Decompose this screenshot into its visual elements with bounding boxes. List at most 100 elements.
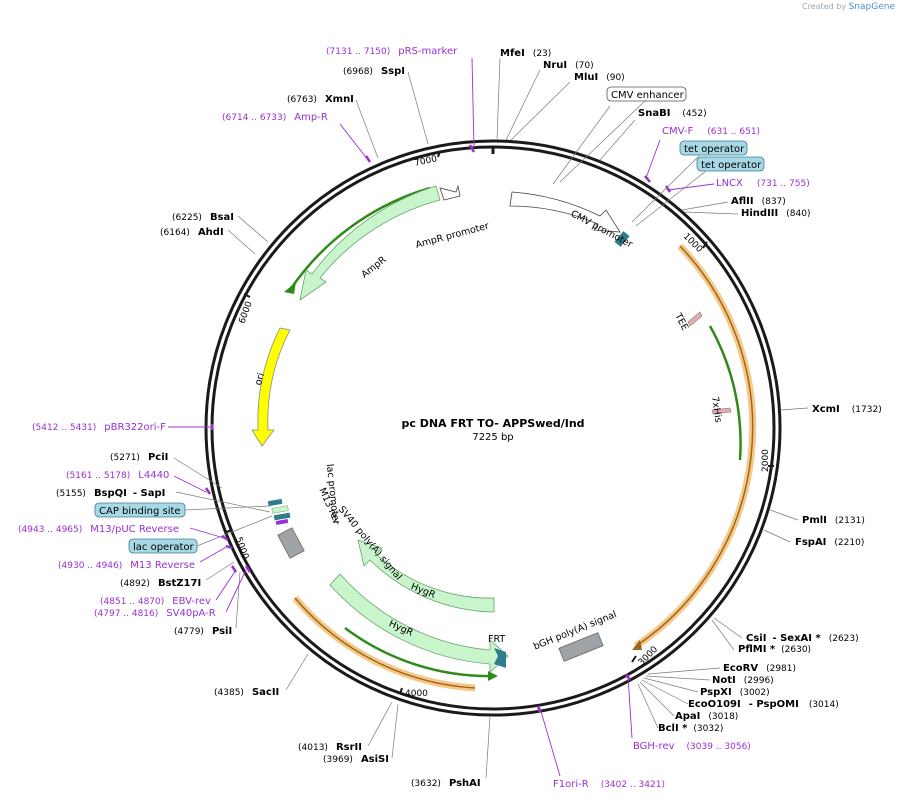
- enzyme-pmli: PmlI(2131): [802, 515, 865, 526]
- primer-range: (731 .. 755): [757, 179, 810, 189]
- label-tet-operator-2: tet operator: [696, 156, 765, 172]
- enzyme-ecorv: EcoRV(2981): [723, 663, 796, 674]
- enzyme-pos: (4385): [214, 688, 244, 698]
- primer-f1ori-r: F1ori-R(3402 .. 3421): [553, 779, 665, 790]
- snapgene-watermark: Created by SnapGene: [802, 2, 895, 12]
- feature-hygr-outer: [329, 573, 509, 673]
- primer-range: (3039 .. 3056): [687, 742, 751, 752]
- feature-cmv-promoter: [509, 191, 621, 233]
- enzyme-pos: (3018): [708, 712, 738, 722]
- enzyme-bcli: BclI *(3032): [658, 723, 723, 734]
- feature-frt: [494, 648, 506, 668]
- enzyme-name: EcoRV: [723, 663, 758, 674]
- label-cap-binding-site: CAP binding site: [94, 502, 186, 518]
- primer-sv40pa-r: (4797 .. 4816)SV40pA-R: [94, 608, 216, 619]
- primer-name: EBV-rev: [172, 596, 211, 607]
- primer-range: (4930 .. 4946): [58, 561, 122, 571]
- enzyme-xcmi: XcmI (1732): [812, 404, 882, 415]
- primer-ebv-rev: (4851 .. 4870)EBV-rev: [100, 596, 211, 607]
- enzyme-ahdi: (6164)AhdI: [160, 227, 224, 238]
- enzyme-pos: (4779): [174, 627, 204, 637]
- enzyme-name: BclI *: [658, 723, 688, 734]
- enzyme-snabi: SnaBI (452): [638, 108, 707, 119]
- orf-hygr-line: [294, 597, 476, 689]
- enzyme-name: PmlI: [802, 515, 827, 526]
- feature-ampr: [299, 185, 441, 301]
- enzyme-name: ApaI: [675, 711, 700, 722]
- primer-name: BGH-rev: [633, 741, 675, 752]
- enzyme-name: SnaBI: [638, 108, 670, 119]
- primer-range: (6714 .. 6733): [222, 113, 286, 123]
- enzyme-pos: (5271): [110, 453, 140, 463]
- enzyme-leaders: [173, 57, 809, 779]
- feature-7xhis: [711, 407, 732, 415]
- plasmid-name: pc DNA FRT TO- APPSwed/Ind: [401, 417, 584, 430]
- boxed-leaders: [184, 99, 707, 547]
- enzyme-pos: (837): [762, 197, 786, 207]
- tick-label-2000: 2000: [761, 449, 771, 472]
- primer-name: Amp-R: [294, 112, 328, 123]
- primer-name: CMV-F: [662, 126, 693, 137]
- enzyme-xmni: (6763)XmnI: [287, 94, 354, 105]
- feature-ori: [251, 327, 291, 447]
- orf-app-arrowhead: [632, 640, 642, 650]
- primer-name: pBR322ori-F: [104, 422, 166, 433]
- feature-label-hygr-inner: HygR: [409, 581, 437, 601]
- feature-label-7xhis: 7xHis: [709, 396, 724, 424]
- feature-label-ampr: AmpR: [359, 254, 388, 280]
- watermark-brand: SnapGene: [848, 2, 895, 12]
- enzyme-pos: (3014): [809, 700, 839, 710]
- enzyme-extra: - PspOMI: [749, 699, 799, 710]
- enzyme-pos: (70): [575, 61, 593, 71]
- enzyme-pos: (452): [682, 109, 706, 119]
- primer-prs-marker: (7131 .. 7150)pRS-marker: [326, 46, 458, 57]
- primer-range: (5412 .. 5431): [32, 423, 96, 433]
- enzyme-hindiii: HindIII(840): [741, 208, 810, 219]
- enzyme-pos: (6164): [160, 228, 190, 238]
- tick-label-7000: 7000: [414, 154, 439, 169]
- label-tet-operator-1: tet operator: [679, 140, 748, 156]
- feature-label-tee: TEE: [672, 311, 691, 333]
- primer-name: F1ori-R: [553, 779, 589, 790]
- enzyme-rsrii: (4013)RsrII: [298, 742, 362, 753]
- enzyme-name: EcoO109I: [688, 699, 741, 710]
- enzyme-mlui: MluI(90): [574, 72, 625, 83]
- enzyme-name: PsiI: [212, 626, 232, 637]
- enzyme-name: MfeI: [500, 48, 525, 59]
- enzyme-name: CsiI: [746, 633, 766, 644]
- enzyme-pos: (2623): [829, 634, 859, 644]
- primer-name: L4440: [138, 470, 169, 481]
- enzyme-name: FspAI: [795, 537, 826, 548]
- primer-range: (7131 .. 7150): [326, 47, 390, 57]
- enzyme-psii: (4779) PsiI: [174, 626, 232, 637]
- enzyme-pos: (1732): [852, 405, 882, 415]
- enzyme-sspi: (6968)SspI: [343, 66, 405, 77]
- enzyme-pos: (2630): [781, 645, 811, 655]
- enzyme-name: PflMI *: [738, 644, 776, 655]
- orf-app-line: [635, 245, 754, 647]
- enzyme-pos: (6225): [172, 213, 202, 223]
- primer-bgh-rev: BGH-rev (3039 .. 3056): [633, 741, 751, 752]
- primer-name: M13/pUC Reverse: [90, 524, 179, 535]
- orf-hygr-green: [344, 627, 496, 678]
- primer-range: (631 .. 651): [707, 127, 760, 137]
- enzyme-name: AsiSI: [361, 754, 389, 765]
- enzyme-bstz17i: (4892)BstZ17I: [120, 578, 201, 589]
- enzyme-pos: (3969): [323, 755, 353, 765]
- enzyme-name: SspI: [381, 66, 405, 77]
- enzyme-name: NruI: [543, 60, 567, 71]
- orf-hygr-arrowhead: [488, 671, 498, 681]
- enzyme-pos: (4892): [120, 579, 150, 589]
- primer-lncx: LNCX (731 .. 755): [716, 178, 810, 189]
- enzyme-name: XcmI: [812, 404, 840, 415]
- label-lac-operator: lac operator: [128, 538, 198, 554]
- enzyme-extra: - SapI: [133, 488, 165, 499]
- primer-m13-puc-reverse: (4943 .. 4965)M13/pUC Reverse: [18, 524, 179, 535]
- primer-name: SV40pA-R: [166, 608, 215, 619]
- feature-label-ori: ori: [253, 372, 267, 387]
- enzyme-mfei: MfeI (23): [500, 48, 551, 59]
- enzyme-pos: (23): [533, 49, 551, 59]
- primer-name: LNCX: [716, 178, 743, 189]
- primer-amp-r: (6714 .. 6733) Amp-R: [222, 112, 328, 123]
- enzyme-name: BsaI: [210, 212, 234, 223]
